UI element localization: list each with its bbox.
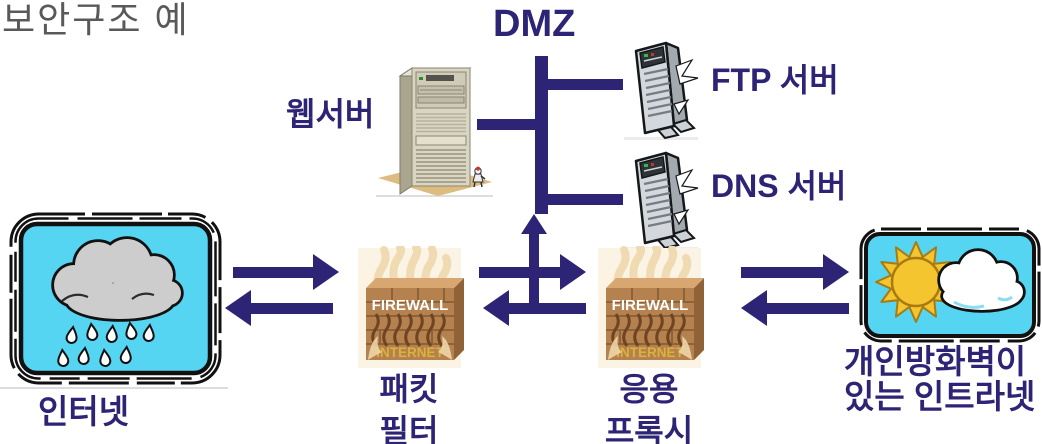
dns-server-label: DNS 서버	[711, 168, 847, 204]
arrow-packet-filter-to-proxy	[479, 254, 586, 290]
tiny-person-icon	[472, 166, 486, 188]
packet-filter-label: 패킷 필터	[350, 368, 468, 444]
firewall-wall-text: FIREWALL	[372, 297, 449, 314]
arrow-head-icon	[521, 214, 547, 234]
arrow-head-icon	[313, 254, 339, 290]
ftp-server-label: FTP 서버	[711, 62, 839, 98]
packet-filter-label-line2: 필터	[379, 413, 439, 444]
web-branch-line	[477, 119, 537, 130]
app-proxy-firewall-icon: FIREWALL INTERNET	[598, 246, 704, 368]
app-proxy-label-line2: 프록시	[604, 413, 694, 444]
arrow-proxy-to-packet-filter	[483, 290, 586, 326]
ftp-server-icon	[624, 41, 699, 140]
app-proxy-label: 응용 프록시	[583, 368, 715, 444]
ftp-branch-line	[545, 79, 623, 90]
arrow-head-icon	[741, 290, 767, 326]
internet-label: 인터넷	[38, 393, 130, 430]
intranet-cloud-icon	[859, 227, 1041, 343]
dns-branch-line	[545, 194, 623, 205]
dns-server-icon	[624, 151, 699, 250]
internet-cloud-icon	[9, 212, 222, 385]
arrow-head-icon	[483, 290, 509, 326]
packet-filter-firewall-icon: FIREWALL INTERNET	[358, 246, 464, 368]
arrow-intranet-to-proxy	[741, 290, 849, 326]
web-server-icon	[376, 67, 493, 197]
intranet-label-line2: 있는 인트라넷	[844, 377, 1036, 415]
arrow-proxy-to-intranet	[741, 254, 849, 290]
arrow-head-icon	[225, 290, 251, 326]
arrow-head-icon	[823, 254, 849, 290]
firewall-wall-text: FIREWALL	[612, 297, 689, 314]
intranet-label-line1: 개인방화벽이	[844, 343, 1027, 380]
page-title: 보안구조 예	[2, 0, 190, 40]
intranet-label: 개인방화벽이 있는 인트라넷	[844, 343, 1036, 415]
arrow-packet-filter-to-internet	[225, 290, 333, 326]
dmz-label: DMZ	[493, 3, 576, 45]
app-proxy-label-line1: 응용	[619, 371, 679, 407]
web-server-label: 웹서버	[286, 96, 375, 132]
dmz-backbone-line	[535, 56, 548, 214]
internet-image-shadow	[0, 387, 228, 389]
firewall-internet-text: INTERNET	[376, 345, 444, 360]
firewall-internet-text: INTERNET	[616, 345, 684, 360]
arrow-internet-to-packet-filter	[233, 254, 339, 290]
packet-filter-label-line1: 패킷	[379, 371, 439, 407]
arrow-head-icon	[560, 254, 586, 290]
